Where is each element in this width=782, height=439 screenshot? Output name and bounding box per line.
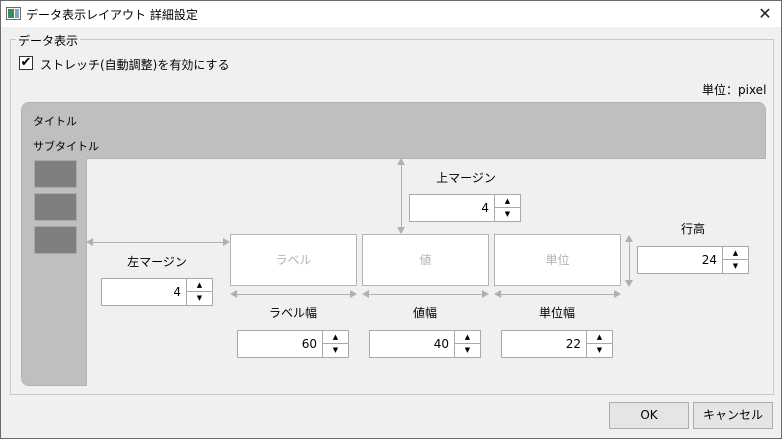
top-margin-input[interactable]: 4 [481,201,489,215]
label-width-arrow-icon [230,290,357,299]
unit-width-label: 単位幅 [538,306,575,320]
stretch-checkbox-label[interactable]: ストレッチ(自動調整)を有効にする [40,58,230,72]
close-icon[interactable]: ✕ [758,4,772,23]
left-margin-spinner[interactable]: 4 ▲ ▼ [101,278,213,306]
app-icon [6,7,21,20]
row-height-spinner[interactable]: 24 ▲ ▼ [637,246,749,274]
spin-down-icon[interactable]: ▼ [332,346,339,354]
spin-up-icon[interactable]: ▲ [723,247,748,260]
unit-width-arrow-icon [494,290,621,299]
legend-square [34,226,77,254]
spin-up-icon[interactable]: ▲ [323,331,348,344]
legend-square [34,193,77,221]
preview-cell-value: 値 [362,234,489,286]
unit-width-input[interactable]: 22 [565,337,581,351]
cancel-button[interactable]: キャンセル [693,402,773,429]
label-width-spinner[interactable]: 60 ▲ ▼ [237,330,349,358]
row-height-label: 行高 [680,222,705,236]
spin-up-icon[interactable]: ▲ [495,195,520,208]
top-margin-arrow-icon [397,158,406,234]
stretch-checkbox[interactable]: ✔ [19,55,33,70]
spin-down-icon[interactable]: ▼ [196,294,203,302]
spin-down-icon[interactable]: ▼ [464,346,471,354]
group-legend: データ表示 [16,32,81,49]
spin-down-icon[interactable]: ▼ [596,346,603,354]
value-width-spinner[interactable]: 40 ▲ ▼ [369,330,481,358]
preview-cell-label: ラベル [230,234,357,286]
preview-subtitle: サブタイトル [33,140,99,153]
ok-button[interactable]: OK [609,402,689,429]
preview-title: タイトル [33,115,77,128]
spin-up-icon[interactable]: ▲ [455,331,480,344]
top-margin-spinner[interactable]: 4 ▲ ▼ [409,194,521,222]
label-width-label: ラベル幅 [268,306,317,320]
top-margin-label: 上マージン [436,171,496,185]
value-width-arrow-icon [362,290,489,299]
unit-label: 単位：pixel [702,83,767,97]
data-display-group [10,39,774,395]
value-width-input[interactable]: 40 [433,337,449,351]
left-margin-label: 左マージン [127,255,187,269]
unit-width-spinner[interactable]: 22 ▲ ▼ [501,330,613,358]
window-title: データ表示レイアウト 詳細設定 [26,8,198,22]
value-width-label: 値幅 [412,306,437,320]
spin-down-icon[interactable]: ▼ [732,262,739,270]
label-width-input[interactable]: 60 [301,337,317,351]
row-height-input[interactable]: 24 [701,253,717,267]
left-margin-arrow-icon [86,238,230,247]
left-margin-input[interactable]: 4 [173,285,181,299]
title-bar: データ表示レイアウト 詳細設定 ✕ [1,1,781,27]
spin-up-icon[interactable]: ▲ [587,331,612,344]
legend-square [34,160,77,188]
row-height-arrow-icon [625,235,634,287]
spin-down-icon[interactable]: ▼ [504,210,511,218]
spin-up-icon[interactable]: ▲ [187,279,212,292]
preview-cell-unit: 単位 [494,234,621,286]
